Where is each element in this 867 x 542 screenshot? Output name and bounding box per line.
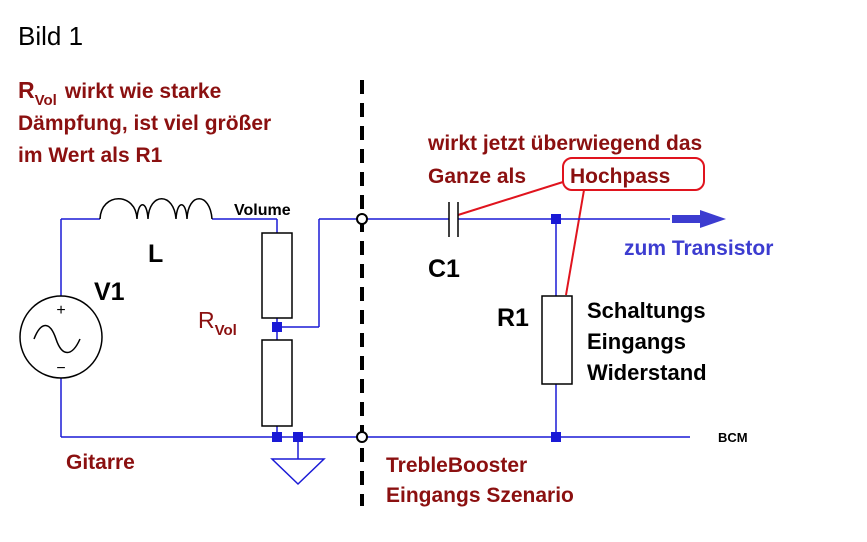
r1-desc-line1: Schaltungs bbox=[587, 298, 706, 323]
guitar-caption: Gitarre bbox=[66, 451, 135, 474]
node-r1-top bbox=[551, 214, 561, 224]
resistor-r1: R1 Schaltungs Eingangs Widerstand bbox=[497, 295, 707, 385]
node-ground bbox=[293, 432, 303, 442]
r1-body bbox=[541, 295, 573, 385]
source-circle bbox=[19, 295, 103, 379]
hochpass-annotation: wirkt jetzt überwiegend das Ganze als Ho… bbox=[427, 132, 705, 296]
hochpass-annotation-line1: wirkt jetzt überwiegend das bbox=[427, 132, 702, 155]
capacitor-c1: C1 bbox=[428, 202, 460, 283]
treblebooster-caption-line2: Eingangs Szenario bbox=[386, 484, 574, 507]
output-label: zum Transistor bbox=[624, 237, 773, 260]
r1-desc-line3: Widerstand bbox=[587, 360, 707, 385]
v1-label: V1 bbox=[94, 278, 125, 306]
rvol-annotation-line3: im Wert als R1 bbox=[18, 144, 163, 167]
node-r1-bottom bbox=[551, 432, 561, 442]
rvol-annotation-r: R bbox=[18, 77, 35, 103]
bcm-label: BCM bbox=[718, 430, 748, 445]
output-arrow-head bbox=[700, 210, 726, 228]
circuit-nodes bbox=[272, 214, 561, 442]
rvol-annotation-rest: wirkt wie starke bbox=[64, 80, 221, 103]
node-volume-ground bbox=[272, 432, 282, 442]
callout-line-to-c1 bbox=[457, 181, 564, 216]
circuit-wires bbox=[60, 218, 690, 459]
rvol-label-r: R bbox=[198, 307, 215, 333]
voltage-source-v1: + − V1 bbox=[19, 278, 125, 379]
rvol-annotation-line2: Dämpfung, ist viel größer bbox=[18, 112, 271, 135]
source-plus-sign: + bbox=[56, 302, 65, 319]
inductor-coil-icon bbox=[99, 198, 213, 220]
junction-top-circle bbox=[356, 213, 368, 225]
ground-icon bbox=[270, 458, 326, 486]
rvol-label: RVol bbox=[198, 307, 237, 339]
volume-label: Volume bbox=[234, 202, 291, 219]
output-arrow bbox=[672, 210, 726, 228]
junction-bottom-circle bbox=[356, 431, 368, 443]
volume-potentiometer: Volume RVol bbox=[198, 202, 293, 427]
r1-label: R1 bbox=[497, 304, 529, 332]
source-minus-sign: − bbox=[56, 360, 65, 377]
hochpass-highlight-box bbox=[562, 157, 705, 191]
rvol-label-sub: Vol bbox=[215, 322, 237, 339]
rvol-annotation: RVol wirkt wie starke Dämpfung, ist viel … bbox=[18, 77, 271, 167]
rvol-upper-body bbox=[261, 232, 293, 319]
rvol-annotation-sub: Vol bbox=[35, 92, 57, 109]
rvol-lower-body bbox=[261, 339, 293, 427]
hochpass-highlight-text: Hochpass bbox=[570, 165, 670, 188]
sine-wave-icon bbox=[33, 324, 81, 354]
inductor-l: L bbox=[99, 198, 213, 268]
diagram-title: Bild 1 bbox=[18, 21, 83, 51]
r1-desc-line2: Eingangs bbox=[587, 329, 686, 354]
inductor-label: L bbox=[148, 240, 163, 268]
hochpass-annotation-line2: Ganze als bbox=[428, 165, 526, 188]
rvol-annotation-line1: RVol wirkt wie starke bbox=[18, 77, 221, 109]
c1-label: C1 bbox=[428, 255, 460, 283]
node-wiper bbox=[272, 322, 282, 332]
callout-line-to-r1 bbox=[565, 189, 585, 296]
treblebooster-caption-line1: TrebleBooster bbox=[386, 454, 527, 477]
